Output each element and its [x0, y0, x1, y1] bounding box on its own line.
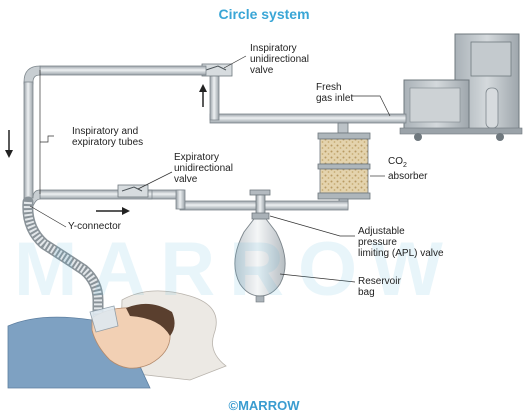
label-fresh-gas-inlet: Fresh gas inlet: [316, 82, 354, 104]
co2-text: CO: [388, 156, 403, 167]
flow-arrows: [5, 84, 207, 215]
corrugated-tube: [22, 196, 104, 322]
label-expiratory-valve: Expiratory unidirectional valve: [174, 152, 233, 185]
label-apl-valve: Adjustable pressure limiting (APL) valve: [358, 226, 444, 259]
reservoir-bag: [234, 218, 286, 303]
label-y-connector: Y-connector: [68, 221, 121, 232]
fresh-gas-line: [209, 69, 407, 124]
label-inspiratory-expiratory-tubes: Inspiratory and expiratory tubes: [72, 126, 144, 148]
label-reservoir-bag: Reservoir bag: [358, 276, 401, 298]
label-inspiratory-valve: Inspiratory unidirectional valve: [250, 43, 309, 76]
co2-absorber: [317, 122, 371, 210]
label-absorber: absorber: [388, 171, 428, 182]
label-co2: CO2: [388, 156, 427, 171]
co2-subscript: 2: [403, 162, 407, 169]
anesthesia-machine: [399, 33, 523, 141]
expiratory-valve: [117, 184, 149, 198]
leader-lines: [29, 55, 391, 283]
diagram-title: Circle system: [218, 6, 310, 22]
label-co2-absorber: CO2 absorber: [388, 156, 427, 182]
footer-copyright: ©MARROW: [228, 398, 300, 413]
expiratory-manifold: [23, 189, 349, 211]
apl-valve: [249, 189, 271, 220]
patient: [7, 290, 227, 389]
watermark: MARROW: [14, 227, 457, 312]
